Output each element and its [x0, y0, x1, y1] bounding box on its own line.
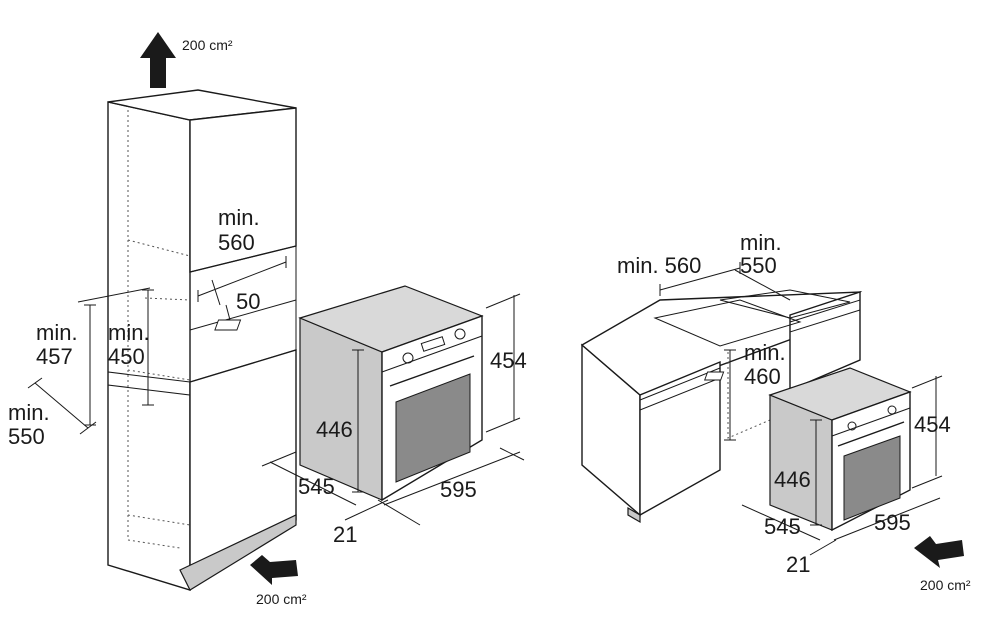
airflow-bottom-right-label: 200 cm² — [920, 577, 971, 593]
airflow-top-arrow-icon — [140, 32, 176, 88]
counter-cabinet — [580, 289, 863, 524]
column-depth-value: 550 — [8, 424, 45, 449]
oven-right-depth-value: 545 — [764, 514, 801, 539]
column-height-inner-value: 450 — [108, 344, 145, 369]
airflow-top-label: 200 cm² — [182, 37, 233, 53]
oven-left-dimensions — [261, 293, 525, 526]
airflow-bottom-right-arrow-icon — [914, 536, 964, 568]
oven-left — [214, 285, 484, 502]
column-width-min-label: min. — [218, 205, 260, 230]
oven-right-front-value: 21 — [786, 552, 810, 577]
oven-right-width-value: 595 — [874, 510, 911, 535]
airflow-bottom-left-arrow-icon — [250, 555, 298, 585]
column-height-outer-min-label: min. — [36, 320, 78, 345]
column-dimensions — [27, 256, 287, 435]
oven-right-height-value: 454 — [914, 412, 951, 437]
oven-right — [704, 367, 912, 532]
column-height-outer-value: 457 — [36, 344, 73, 369]
counter-height-min-label: min. — [744, 340, 786, 365]
column-cabinet — [107, 89, 297, 591]
counter-dimensions — [659, 262, 791, 441]
counter-depth-min-label: min. — [740, 230, 782, 255]
airflow-bottom-left-label: 200 cm² — [256, 591, 307, 607]
oven-right-dimensions — [741, 375, 943, 556]
counter-depth-value: 550 — [740, 253, 777, 278]
column-height-inner-min-label: min. — [108, 320, 150, 345]
oven-left-height-value: 454 — [490, 348, 527, 373]
column-depth-min-label: min. — [8, 400, 50, 425]
oven-left-body-height-value: 446 — [316, 417, 353, 442]
oven-right-body-height-value: 446 — [774, 467, 811, 492]
column-width-value: 560 — [218, 230, 255, 255]
counter-height-value: 460 — [744, 364, 781, 389]
oven-left-width-value: 595 — [440, 477, 477, 502]
counter-width-value: min. 560 — [617, 253, 701, 278]
oven-left-depth-value: 545 — [298, 474, 335, 499]
oven-left-front-value: 21 — [333, 522, 357, 547]
column-gap-value: 50 — [236, 289, 260, 314]
